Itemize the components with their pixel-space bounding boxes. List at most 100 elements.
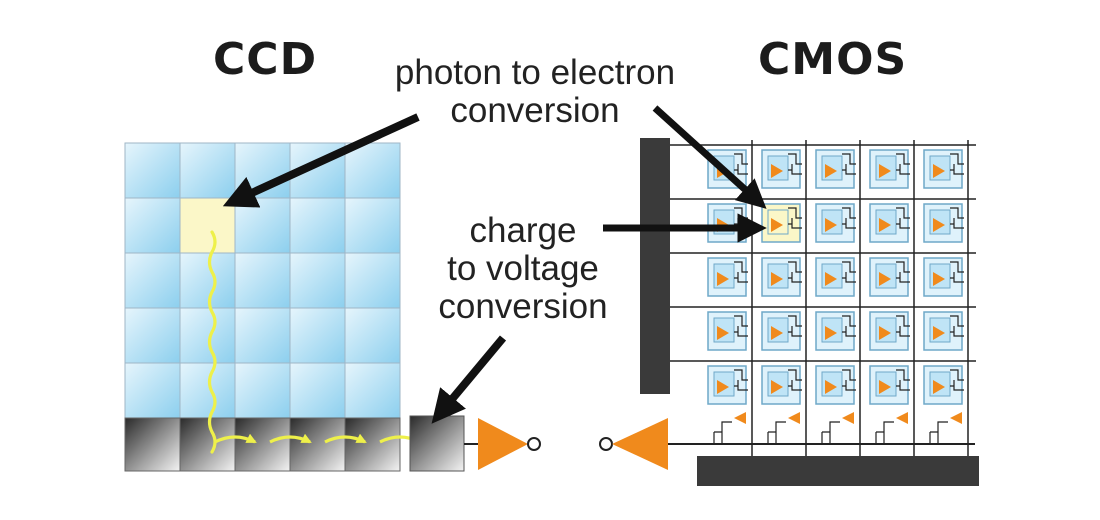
cmos-pixel-transistor: [842, 207, 856, 229]
cmos-pixel-amplifier-icon: [879, 218, 891, 232]
ccd-register-cell: [344, 417, 401, 472]
charge-shift-arrow: [214, 433, 257, 444]
ccd-pixel: [344, 142, 401, 199]
cmos-pixel-amplifier-icon: [879, 380, 891, 394]
cmos-pixel-transistor: [788, 153, 802, 175]
ccd-register-cell: [179, 417, 236, 472]
cmos-column-bus: [697, 456, 979, 486]
cmos-pixel-amplifier-icon: [771, 272, 783, 286]
cmos-pixel-amplifier-icon: [933, 164, 945, 178]
ccd-pixel: [179, 197, 236, 254]
cmos-pixel-transistor: [734, 369, 748, 391]
cmos-pixel-amplifier-icon: [825, 326, 837, 340]
ccd-pixel: [124, 142, 181, 199]
ccd-pixel: [234, 307, 291, 364]
ccd-pixel: [289, 307, 346, 364]
cmos-pixel-transistor: [950, 315, 964, 337]
cmos-pixel-amplifier-icon: [717, 380, 729, 394]
cmos-column-transistor: [821, 421, 840, 444]
ccd-pixel: [289, 362, 346, 419]
ccd-pixel: [344, 197, 401, 254]
cmos-pixel-amplifier-icon: [771, 326, 783, 340]
charge-transfer-path: [207, 230, 422, 454]
ccd-title: CCD: [213, 34, 318, 85]
cmos-column-amplifier-icon: [842, 412, 854, 424]
charge-label-line2: to voltage: [447, 249, 599, 288]
cmos-pixel-array: [707, 149, 964, 405]
cmos-pixel-amplifier-icon: [879, 272, 891, 286]
charge-label-line3: conversion: [438, 287, 608, 326]
cmos-pixel-transistor: [788, 315, 802, 337]
charge-shift-arrow: [324, 433, 367, 444]
cmos-row-select-bus: [640, 138, 670, 394]
cmos-pixel-transistor: [734, 153, 748, 175]
ccd-pixel-array: [124, 142, 401, 419]
cmos-pixel-transistor: [896, 207, 910, 229]
ccd-readout-register: [124, 417, 401, 472]
ccd-pixel: [344, 362, 401, 419]
ccd-pixel: [124, 252, 181, 309]
ccd-output-node: [409, 415, 465, 472]
ccd-pixel: [344, 307, 401, 364]
cmos-output-terminal: [599, 437, 613, 451]
ccd-pixel: [234, 362, 291, 419]
charge-label-line1: charge: [469, 211, 577, 250]
cmos-pixel-amplifier-icon: [933, 218, 945, 232]
cmos-column-transistor: [875, 421, 894, 444]
ccd-pixel: [124, 197, 181, 254]
cmos-pixel-transistor: [734, 261, 748, 283]
cmos-pixel-transistor: [788, 369, 802, 391]
ccd-pixel: [179, 142, 236, 199]
cmos-column-transistor: [713, 421, 732, 444]
photon-label-line2: conversion: [450, 91, 620, 130]
cmos-pixel-transistor: [950, 153, 964, 175]
cmos-pixel-transistor: [950, 369, 964, 391]
cmos-column-transistor: [767, 421, 786, 444]
ccd-pixel: [179, 307, 236, 364]
cmos-pixel-amplifier-icon: [771, 380, 783, 394]
photon-label-line1: photon to electron: [394, 53, 676, 92]
cmos-pixel-transistor: [788, 207, 802, 229]
charge-vertical-path: [207, 230, 217, 454]
cmos-pixel-amplifier-icon: [933, 380, 945, 394]
cmos-pixel-transistor: [842, 261, 856, 283]
cmos-pixel-transistor: [896, 261, 910, 283]
ccd-amplifier-icon: [478, 418, 528, 470]
ccd-pixel: [234, 197, 291, 254]
cmos-pixel-amplifier-icon: [825, 218, 837, 232]
cmos-pixel-transistor: [842, 153, 856, 175]
photon-arrow-cmos: [652, 105, 767, 209]
cmos-pixel-transistor: [788, 261, 802, 283]
cmos-amplifier-icon: [612, 418, 668, 470]
ccd-register-cell: [234, 417, 291, 472]
cmos-column-transistor: [929, 421, 948, 444]
cmos-pixel-transistor: [842, 315, 856, 337]
cmos-title: CMOS: [758, 34, 908, 85]
cmos-pixel-transistor: [950, 207, 964, 229]
ccd-register-cell: [124, 417, 181, 472]
cmos-pixel-amplifier-icon: [717, 272, 729, 286]
ccd-pixel: [124, 362, 181, 419]
charge-shift-arrow: [269, 433, 312, 444]
cmos-column-amplifier-icon: [950, 412, 962, 424]
cmos-pixel-transistor: [734, 315, 748, 337]
cmos-pixel-amplifier-icon: [825, 380, 837, 394]
cmos-column-amplifier-icon: [734, 412, 746, 424]
cmos-pixel-amplifier-icon: [771, 218, 783, 232]
cmos-column-amplifier-icon: [896, 412, 908, 424]
charge-arrow-ccd: [431, 335, 507, 424]
ccd-pixel: [124, 307, 181, 364]
ccd-register-cell: [289, 417, 346, 472]
cmos-pixel-transistor: [950, 261, 964, 283]
photon-conversion-label: photon to electron conversion: [370, 54, 700, 130]
cmos-pixel-amplifier-icon: [717, 326, 729, 340]
ccd-output-terminal: [527, 437, 541, 451]
ccd-pixel: [234, 252, 291, 309]
cmos-pixel-amplifier-icon: [879, 326, 891, 340]
cmos-pixel-amplifier-icon: [933, 326, 945, 340]
charge-conversion-label: charge to voltage conversion: [418, 212, 628, 326]
cmos-pixel-transistor: [896, 153, 910, 175]
cmos-pixel-amplifier-icon: [825, 272, 837, 286]
photon-arrow-ccd: [222, 113, 420, 208]
